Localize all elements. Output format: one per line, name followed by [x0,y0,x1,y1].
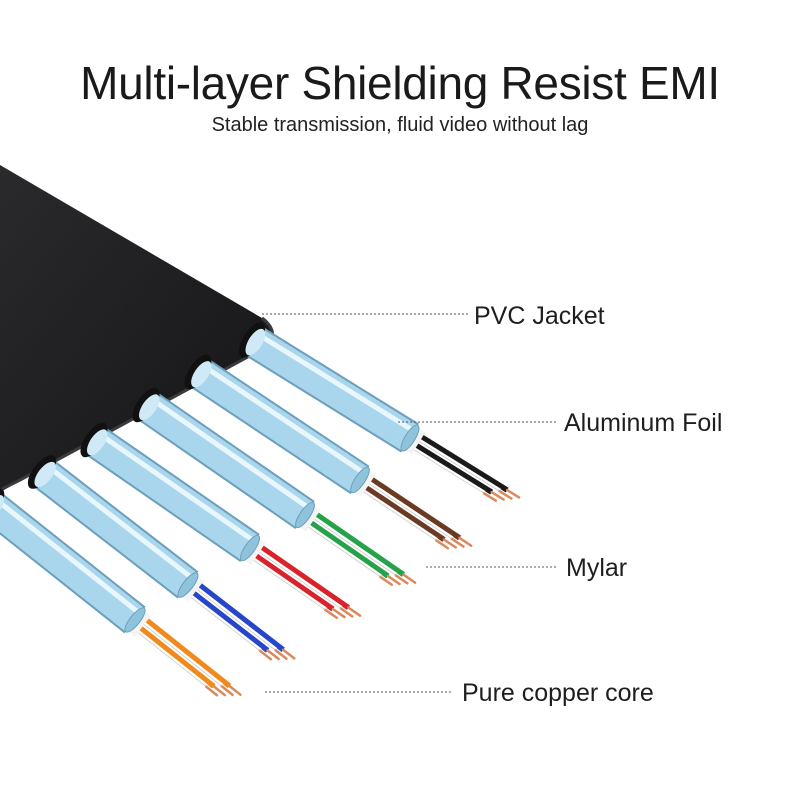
wire-brown-pair [362,471,462,541]
aluminum-foil-tube [244,327,418,451]
wire-outline [182,591,261,652]
foil-highlight [0,499,142,616]
page-subtitle: Stable transmission, fluid video without… [211,114,589,136]
wire-outline [300,521,381,578]
copper-conductor [204,685,219,697]
copper-conductor [258,649,273,661]
aluminum-foil-tube [137,392,314,528]
foil-end [295,501,315,529]
foil-end [400,424,420,452]
label-mylar: Mylar [566,554,627,582]
copper-conductor [266,649,280,661]
wire-brown-pair [356,480,446,542]
foil-highlight [254,331,416,434]
copper-conductor [386,574,401,586]
label-aluminum-foil: Aluminum Foil [564,409,722,437]
wire-outline [250,546,341,609]
wire-outline [135,618,222,687]
aluminum-foil-tube [0,493,145,632]
wire-black-pair [406,438,494,495]
foil-end [177,572,199,598]
copper-conductor [394,574,409,585]
wire-outline [360,478,453,540]
foil-start [86,429,108,456]
copper-conductor [490,490,505,501]
copper-conductor [435,539,450,550]
wire-outline [410,435,500,492]
wire-green-pair [307,506,406,577]
foil-highlight [97,431,256,544]
copper-conductor [402,573,417,584]
foil-start [34,461,56,488]
pvc-jacket [0,165,273,492]
copper-conductor [339,607,354,618]
foil-highlight [149,396,311,511]
wire-outline [355,486,437,541]
copper-conductor [498,489,513,500]
copper-conductor [450,537,465,548]
copper-conductor [281,648,296,660]
copper-conductor [505,488,521,499]
wire-orange-pair [131,620,216,689]
copper-conductor [331,607,346,619]
foil-highlight [45,463,195,581]
copper-conductor [212,685,227,697]
wire-outline [245,554,326,611]
wire-orange-pair [137,612,232,689]
wire-red-pair [252,539,351,610]
copper-conductor [347,606,362,617]
copper-conductor [274,648,288,660]
foil-highlight [201,363,366,476]
foil-start [138,394,160,421]
copper-conductor [323,608,338,620]
wire-blue-pair [190,577,285,653]
foil-start [245,328,266,356]
wire-outline [305,513,397,576]
copper-conductor [220,684,234,697]
foil-end [124,607,146,633]
aluminum-foil-tube [85,427,259,561]
wire-green-pair [301,515,390,579]
foil-end [240,534,260,562]
page-title: Multi-layer Shielding Resist EMI [80,57,720,109]
wire-outline [188,583,276,651]
aluminum-foil-tube [189,359,369,493]
wire-black-pair [412,429,509,493]
wire-outline [129,625,207,687]
label-pvc-jacket: PVC Jacket [474,302,605,330]
wire-red-pair [246,548,335,612]
shielded-pairs [0,322,521,697]
wire-outline [405,444,485,494]
copper-conductor [482,492,498,502]
copper-conductor [442,538,457,549]
copper-conductor [228,684,242,696]
label-copper-core: Pure copper core [462,679,654,707]
copper-conductor [378,575,393,586]
copper-conductor [458,536,473,547]
callouts: PVC Jacket Aluminum Foil Mylar Pure copp… [262,302,722,707]
aluminum-foil-tube [32,460,198,597]
foil-end [350,466,370,494]
foil-start [191,361,212,388]
wire-blue-pair [184,585,270,653]
